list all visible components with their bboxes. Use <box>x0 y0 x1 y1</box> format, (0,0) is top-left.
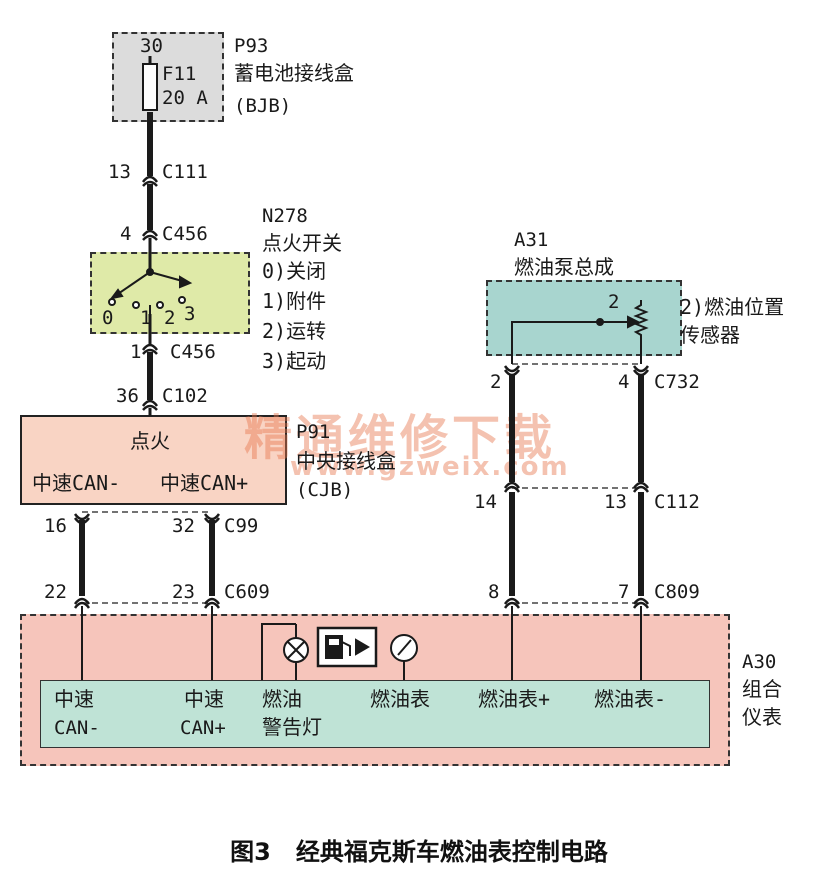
fuel-sensor-label-2: 传感器 <box>680 323 740 347</box>
cluster-term-fuel-gauge: 燃油表 <box>370 687 430 711</box>
c99-pin-right: 32 <box>172 515 195 537</box>
cluster-id: A30 <box>742 651 777 673</box>
ignition-switch-name: 点火开关 <box>262 231 342 255</box>
cluster-term-warning-b: 警告灯 <box>262 715 322 739</box>
figure-caption: 图3 经典福克斯车燃油表控制电路 <box>230 838 608 866</box>
watermark-url: www.gzweix.com <box>290 452 570 482</box>
c609-pin-right: 23 <box>172 581 195 603</box>
cjb-ignition-label: 点火 <box>130 429 170 453</box>
cluster-term-can-plus-b: CAN+ <box>180 717 226 739</box>
ignition-contact-3: 3 <box>184 303 196 325</box>
fuel-sensor-label-1: 2)燃油位置 <box>680 295 785 319</box>
fuse-rating-label: 20 A <box>162 87 208 109</box>
c732-connector: C732 <box>654 371 700 393</box>
c609-connector: C609 <box>224 581 270 603</box>
cluster-term-gauge-minus: 燃油表- <box>594 687 667 711</box>
ignition-pos-start: 3)起动 <box>262 349 327 373</box>
c809-connector: C809 <box>654 581 700 603</box>
fuel-pump-id: A31 <box>514 229 549 251</box>
cluster-term-can-minus-b: CAN- <box>54 717 100 739</box>
fuel-pump-name: 燃油泵总成 <box>514 255 614 279</box>
ignition-pos-off: 0)关闭 <box>262 259 327 283</box>
ignition-contact-1: 1 <box>140 307 152 329</box>
battery-junction-box <box>112 32 224 122</box>
cjb-can-minus: 中速CAN- <box>32 471 121 495</box>
cjb-can-plus: 中速CAN+ <box>160 471 249 495</box>
c456-in-connector: C456 <box>162 223 208 245</box>
cluster-term-can-plus-a: 中速 <box>184 687 224 711</box>
cjb-abbr: (CJB) <box>296 479 354 501</box>
c99-connector: C99 <box>224 515 259 537</box>
ignition-pos-acc: 1)附件 <box>262 289 327 313</box>
ignition-switch-id: N278 <box>262 205 308 227</box>
cjb-id: P91 <box>296 421 331 443</box>
c111-pin: 13 <box>108 161 131 183</box>
ignition-contact-0: 0 <box>102 307 114 329</box>
c102-connector: C102 <box>162 385 208 407</box>
cluster-term-gauge-plus: 燃油表+ <box>478 687 551 711</box>
cluster-name-2: 仪表 <box>742 705 782 729</box>
ignition-contact-2: 2 <box>164 307 176 329</box>
instrument-cluster-terminal-panel <box>40 680 710 748</box>
c809-pin-right: 7 <box>618 581 630 603</box>
fuse-id-label: F11 <box>162 63 197 85</box>
c111-connector: C111 <box>162 161 208 183</box>
c456-in-pin: 4 <box>120 223 132 245</box>
c456-out-pin: 1 <box>130 341 142 363</box>
cluster-term-warning-a: 燃油 <box>262 687 302 711</box>
battery-box-id: P93 <box>234 35 269 57</box>
central-junction-box <box>20 415 287 505</box>
c112-pin-left: 14 <box>474 491 497 513</box>
c112-connector: C112 <box>654 491 700 513</box>
c732-pin-left: 2 <box>490 371 502 393</box>
watermark-title: 精通维修下载 <box>244 410 557 466</box>
cluster-name-1: 组合 <box>742 677 782 701</box>
c609-pin-left: 22 <box>44 581 67 603</box>
battery-terminal-label: 30 <box>140 35 163 57</box>
c99-pin-left: 16 <box>44 515 67 537</box>
battery-box-abbr: (BJB) <box>234 95 292 117</box>
battery-box-name: 蓄电池接线盒 <box>234 61 354 85</box>
c732-pin-right: 4 <box>618 371 630 393</box>
cluster-term-can-minus-a: 中速 <box>54 687 94 711</box>
c112-pin-right: 13 <box>604 491 627 513</box>
ignition-pos-run: 2)运转 <box>262 319 327 343</box>
fuel-sensor-pin: 2 <box>608 291 620 313</box>
c809-pin-left: 8 <box>488 581 500 603</box>
c102-pin: 36 <box>116 385 139 407</box>
fuel-pump-assembly-box <box>486 280 682 356</box>
c456-out-connector: C456 <box>170 341 216 363</box>
cjb-name: 中央接线盒 <box>296 449 396 473</box>
